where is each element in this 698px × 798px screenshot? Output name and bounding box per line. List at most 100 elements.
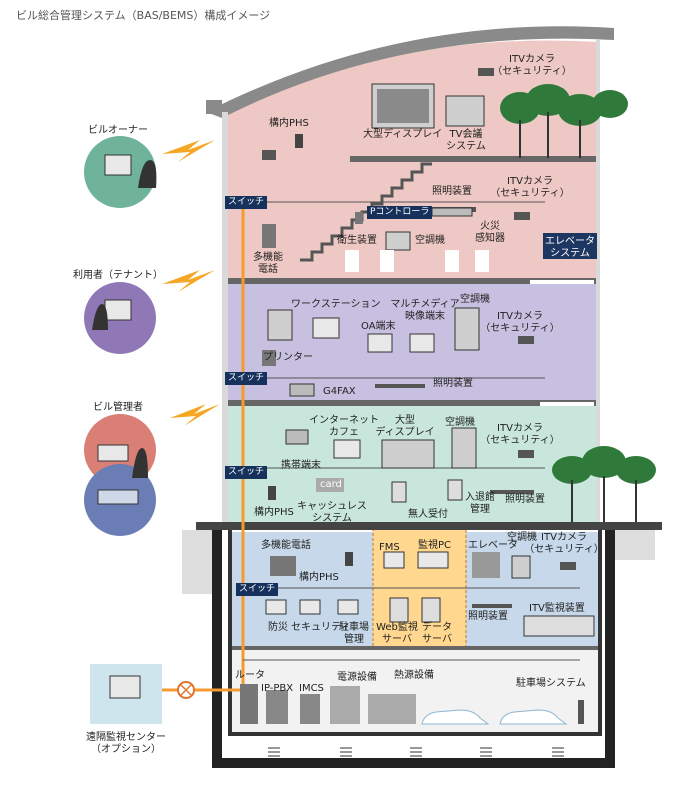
card-reader [316,478,344,492]
f2-phs-label: 構内PHS [254,507,294,518]
f3-itv-label-2: （セキュリティ） [480,323,560,334]
lighting-2 [490,490,534,494]
building-wall-right [596,40,600,522]
oa-pc [367,333,393,353]
slab-b1 [230,646,598,650]
f2-internet-label-1: インターネット [309,415,379,426]
underground-wall-right [605,530,615,768]
elevator-box [543,233,597,259]
monitor-pc-device [417,551,449,569]
ip-pbx-device [266,690,288,724]
f4-phone-label-2: 電話 [258,264,278,275]
aircon-b1 [511,555,531,579]
b1-phone [270,556,296,576]
lightning-owner [162,140,215,162]
f4-elevator-label-2: システム [550,248,590,259]
window-dots-4 [530,280,594,284]
fms-pc [383,551,405,569]
multi-phone-4 [262,224,276,248]
b2-ippbx-label: IP-PBX [261,683,294,694]
f5-tvconf-label-2: システム [446,141,486,152]
b1-phs [345,552,353,566]
b1-itvmonitor-label: ITV監視装置 [529,603,585,614]
b1-parking-label-2: 管理 [344,634,364,645]
itv-monitor-device [523,615,595,637]
b1-itv-label-1: ITVカメラ [541,532,587,543]
underground-wall-left [212,530,222,768]
aircon-2 [451,427,477,469]
f4-switch-tag: スイッチ [225,196,268,209]
manager-laptop [97,444,129,462]
heat-device [368,694,416,724]
tenant-person [92,304,108,330]
earth-left [182,530,212,594]
b1-elevator-label: エレベータ [468,540,518,551]
f2-card-label: card [320,479,342,490]
f5-phs-label: 構内PHS [269,118,309,129]
lightning-manager [170,404,220,426]
g4fax-device [289,383,315,397]
b1-dataserver-label-2: サーバ [422,634,452,645]
trees-ground [552,446,656,484]
b1-monitorpc-label: 監視PC [418,540,452,551]
f3-itv-label-1: ITVカメラ [497,311,543,322]
f2-itv-label-1: ITVカメラ [497,423,543,434]
car-2 [499,709,568,725]
f2-switch-tag: スイッチ [225,466,268,479]
f2-cashless-label-1: キャッシュレス [297,501,367,512]
f2-entry-label-2: 管理 [470,504,490,515]
b1-fms-label: FMS [379,542,400,553]
f4-phone-label-1: 多機能 [253,252,283,263]
f5-itv-label-2: （セキュリティ） [492,66,572,77]
f4-sanitary-label: 衛生装置 [337,235,377,246]
owner-person [138,160,157,188]
f2-itv-label-2: （セキュリティ） [480,435,560,446]
f3-oa-label: OA端末 [361,321,396,332]
f3-multimedia-label-1: マルチメディア [390,299,460,310]
f3-multimedia-label-2: 映像端末 [405,311,445,322]
b1-monitors [265,599,359,615]
f4-fire-label-1: 火災 [480,221,500,232]
owner-pc [104,154,132,176]
ground-slab [196,522,662,530]
f4-aircon-label: 空調機 [415,235,445,246]
f2-aircon-label: 空調機 [445,417,475,428]
f5-large-display-label: 大型ディスプレイ [363,129,443,140]
roof-top-slab [206,100,222,114]
f4-itv-label-2: （セキュリティ） [490,188,570,199]
reception-terminal [391,481,407,503]
f2-display-label-2: ディスプレイ [375,427,435,438]
f4-pcontroller-tag: Pコントローラ [367,206,433,219]
underground-marks [268,747,564,757]
workstation-pc [312,317,340,339]
owner-label: ビルオーナー [88,125,148,136]
aircon-4 [385,231,411,251]
f4-fire-label-2: 感知器 [475,233,505,244]
tenant-pc [104,299,132,321]
underground-floor [212,758,615,768]
web-server [389,597,409,623]
b2-parking-label: 駐車場システム [516,678,586,689]
tree-trunks-ground [571,476,637,522]
b1-security-label: セキュリティ [291,622,351,633]
tenant-label: 利用者（テナント） [73,270,163,281]
cafe-pc [333,439,361,459]
f2-display-label-1: 大型 [395,415,415,426]
phs-5 [295,134,303,148]
sanitary-device [355,212,363,224]
multimedia-pc [409,333,435,353]
manager-person [132,448,148,478]
b1-phs-label: 構内PHS [299,572,339,583]
f2-internet-label-2: カフェ [329,427,359,438]
f2-reception-label: 無人受付 [408,509,448,520]
large-display-2 [381,439,435,469]
f5-tvconf-label-1: TV会議 [449,129,483,140]
printer [267,309,293,341]
itv-camera-b1 [560,562,576,570]
underground-inner-left [228,530,232,736]
f3-workstation-label: ワークステーション [291,299,381,310]
meeting-chairs-4 [345,250,489,272]
earth-right [615,530,655,560]
f2-mobile-label: 携帯端末 [281,460,321,471]
